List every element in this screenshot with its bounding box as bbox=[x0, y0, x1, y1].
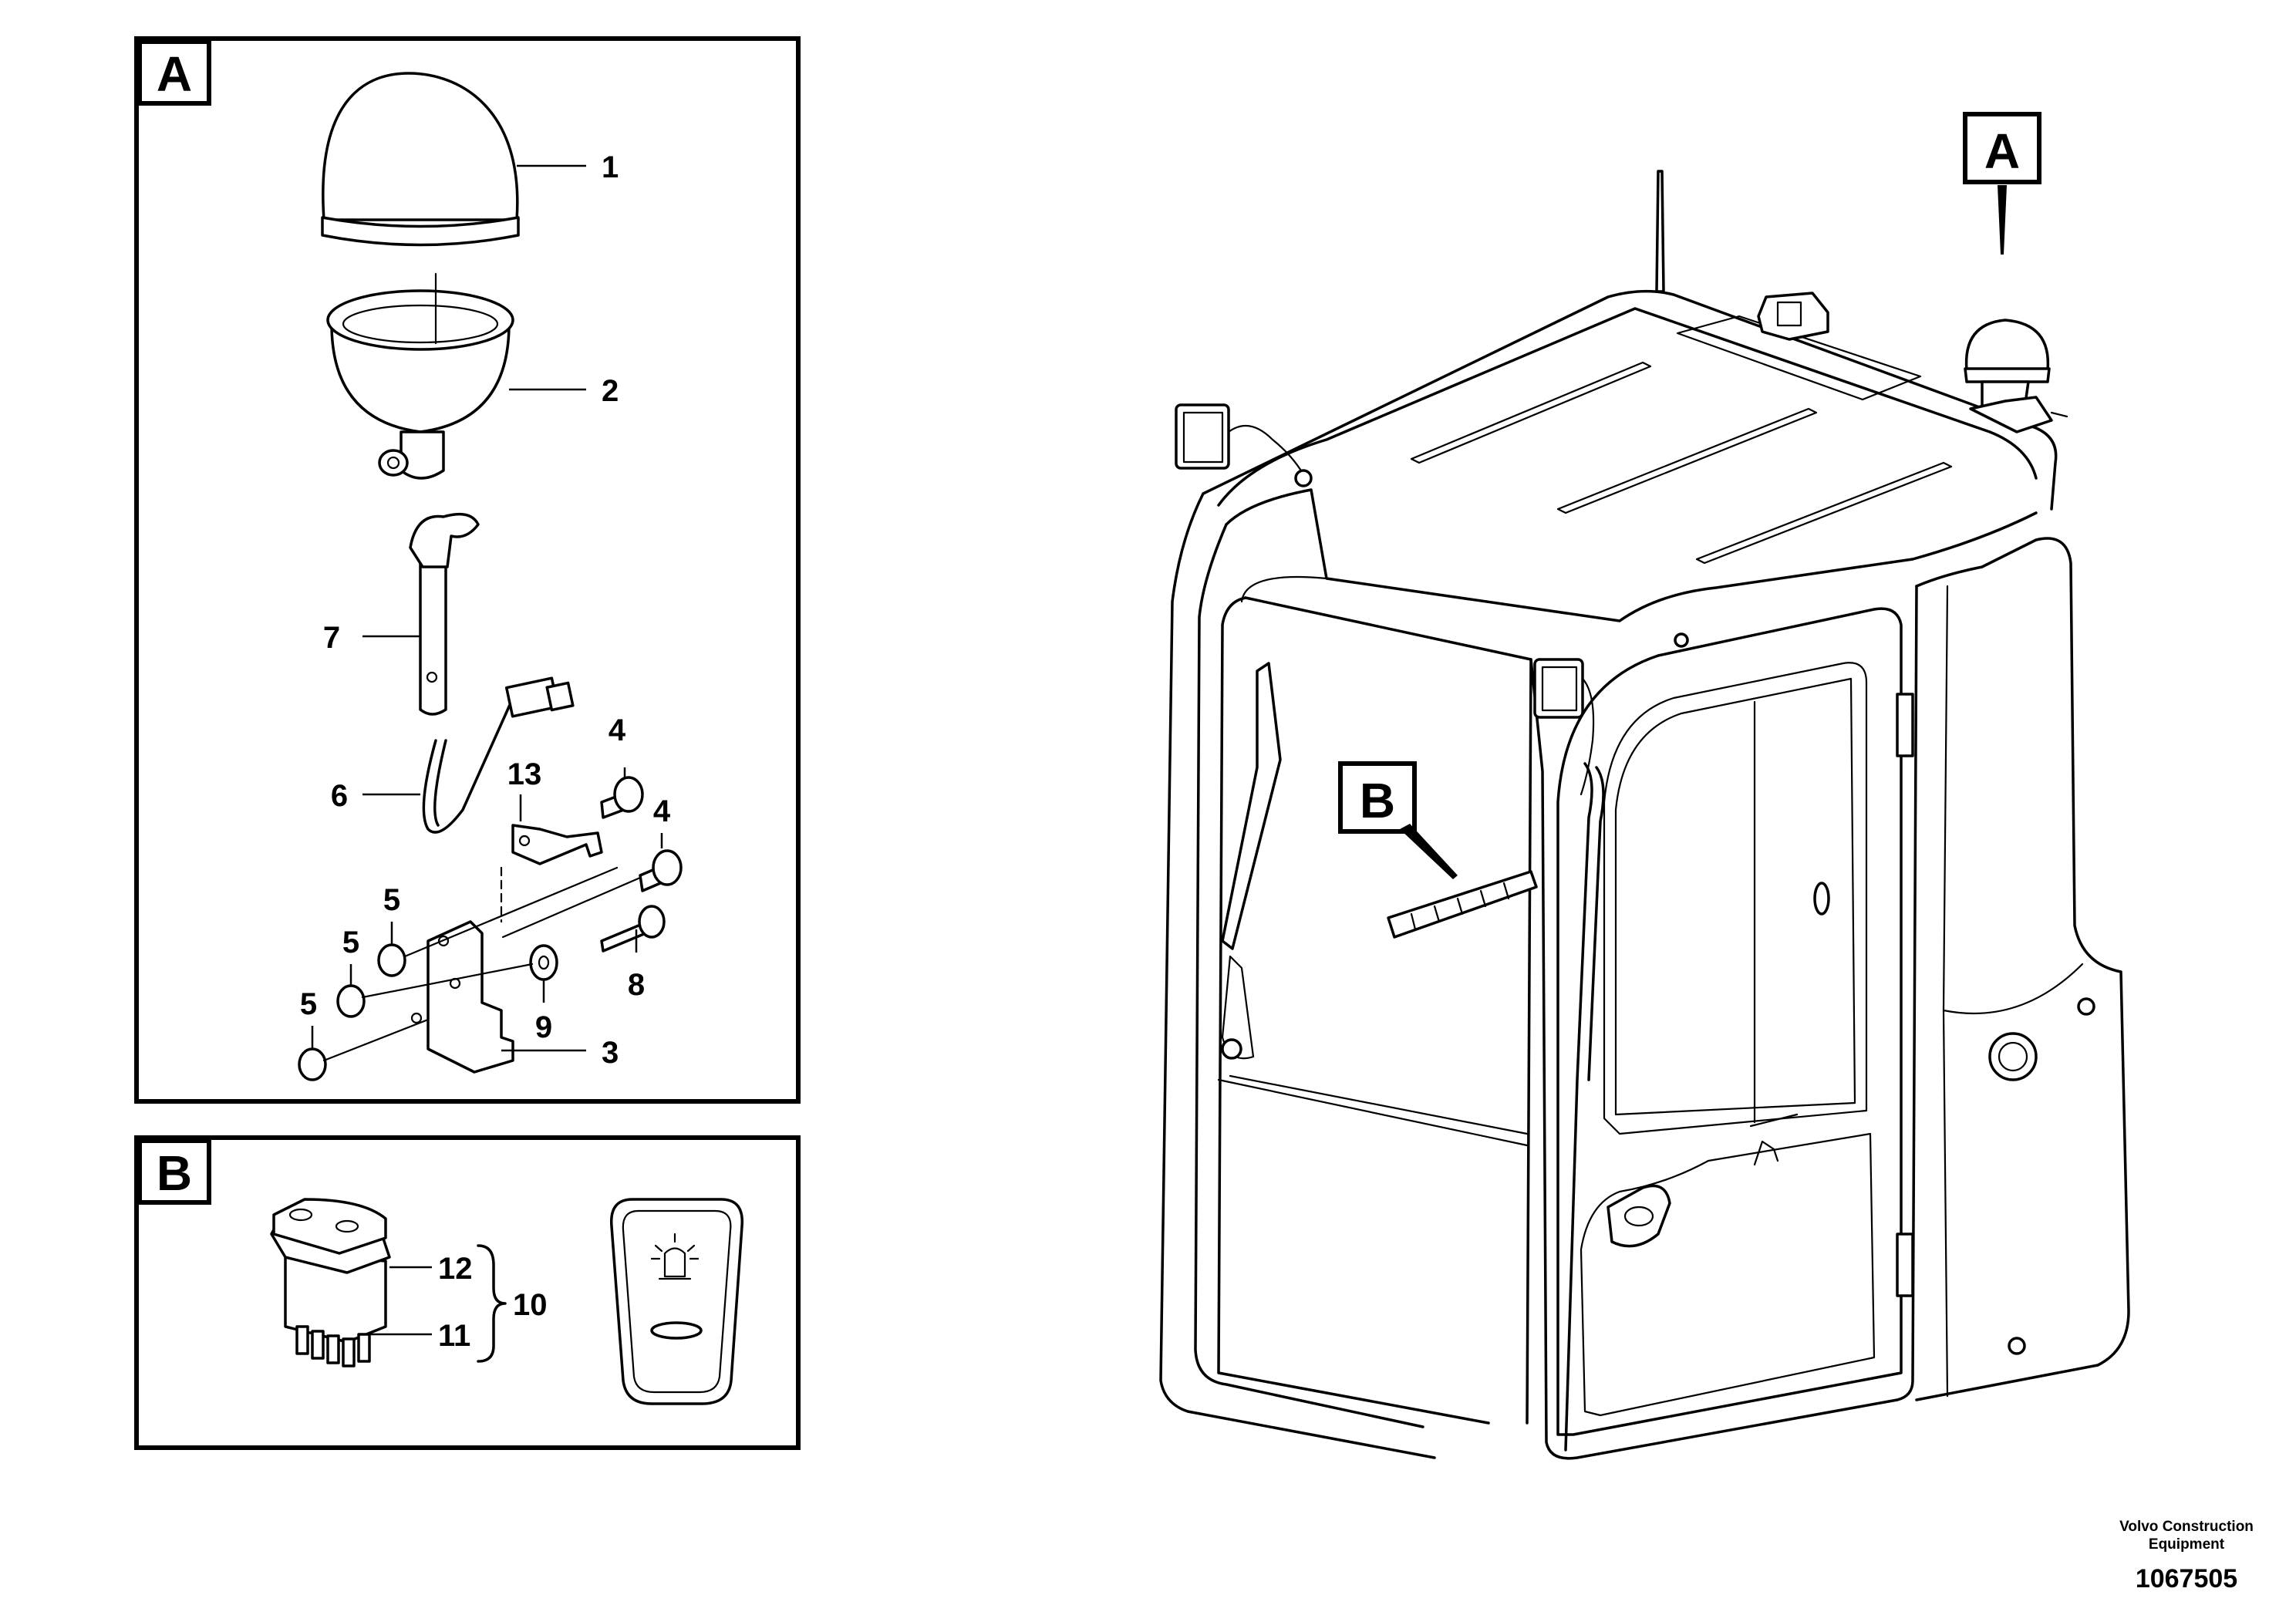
beacon-base bbox=[326, 289, 514, 480]
callout-6: 6 bbox=[331, 779, 348, 813]
credit-block: Volvo Construction Equipment 1067505 bbox=[2119, 1519, 2254, 1593]
callout-4-upper: 4 bbox=[609, 713, 626, 747]
cab-marker-a: A bbox=[1963, 112, 2041, 255]
callout-8: 8 bbox=[628, 968, 645, 1002]
cab-marker-b: B bbox=[1338, 761, 1458, 879]
small-bracket bbox=[511, 824, 603, 865]
callout-3: 3 bbox=[602, 1036, 619, 1070]
callout-2: 2 bbox=[602, 374, 619, 408]
callout-1: 1 bbox=[602, 150, 619, 184]
callout-5-lower: 5 bbox=[300, 987, 317, 1021]
nut-1 bbox=[377, 943, 406, 977]
cab-marker-a-label: A bbox=[1984, 123, 2020, 179]
cab-switch-decal bbox=[1387, 870, 1538, 939]
nut-2 bbox=[336, 984, 366, 1018]
doc-number: 1067505 bbox=[2136, 1564, 2237, 1593]
callout-9: 9 bbox=[535, 1010, 552, 1044]
washer bbox=[529, 944, 558, 981]
beacon-dome bbox=[321, 72, 520, 247]
mounting-tube bbox=[409, 512, 480, 716]
section-a-panel: A bbox=[134, 36, 801, 1104]
cab-icon bbox=[1159, 170, 2130, 1460]
callout-5-middle: 5 bbox=[342, 926, 359, 959]
callout-4-lower: 4 bbox=[653, 794, 671, 828]
credit-line-2: Equipment bbox=[2149, 1536, 2225, 1553]
work-lamp-left bbox=[1175, 403, 1313, 487]
bolt bbox=[600, 905, 666, 953]
main-bracket bbox=[410, 920, 514, 1074]
switch-assembly bbox=[270, 1198, 391, 1367]
roof-bracket-right bbox=[1757, 292, 1829, 341]
callout-7: 7 bbox=[323, 621, 340, 655]
credit-line-1: Volvo Construction bbox=[2119, 1519, 2254, 1535]
callout-10: 10 bbox=[513, 1288, 548, 1322]
callout-13: 13 bbox=[507, 757, 542, 791]
beacon-light-icon bbox=[650, 1233, 700, 1280]
screw-lower bbox=[639, 849, 683, 892]
nut-3 bbox=[298, 1047, 327, 1081]
work-lamp-center bbox=[1533, 632, 1689, 796]
section-b-label: B bbox=[157, 1145, 192, 1201]
cable-connector bbox=[422, 676, 575, 834]
cab-beacon bbox=[1964, 319, 2068, 433]
rocker-switch-icon bbox=[610, 1198, 743, 1405]
screw-upper bbox=[600, 776, 644, 819]
callout-12: 12 bbox=[438, 1252, 473, 1286]
callout-5-upper: 5 bbox=[383, 883, 400, 917]
cab-marker-b-label: B bbox=[1360, 773, 1395, 828]
callout-11: 11 bbox=[438, 1319, 470, 1353]
section-a-label: A bbox=[157, 46, 192, 102]
section-b-panel: B 12 11 10 bbox=[134, 1135, 801, 1450]
